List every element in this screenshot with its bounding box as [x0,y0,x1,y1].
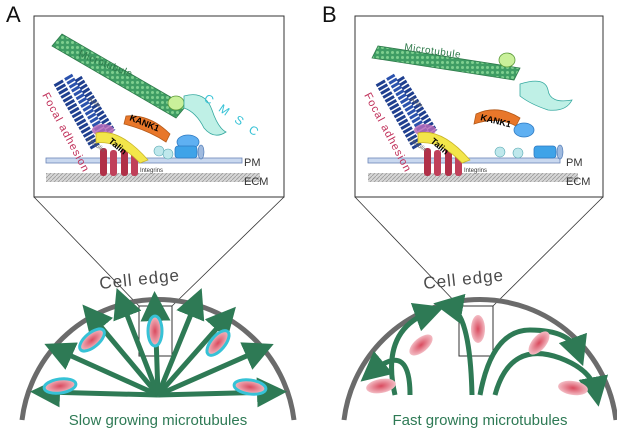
cell-edge-label-a: Cell edge [98,266,180,293]
actin-filament-b [375,73,438,151]
adhesions-b [366,315,588,396]
pm-label-b: PM [566,157,583,169]
pm-label-a: PM [244,157,261,169]
cmsc-head-b [498,52,516,68]
cmsc-liprin-b [519,80,573,111]
cmsc-dot-b1 [494,146,506,158]
integrins-label-b: Integrins [464,168,487,174]
caption-a: Slow growing microtubules [69,412,247,429]
cmsc-head-a [167,95,185,111]
panel-b: B ECM PM Integrins Actin Vinculin Talin … [322,2,617,429]
panel-label-b: B [322,2,337,27]
cmsc-ll5-b [533,145,557,159]
cmsc-dot-b2 [512,147,524,159]
ecm-layer-b [368,173,578,182]
cmsc-dot-a2 [162,148,174,160]
cmsc-liprin-a [183,94,227,136]
microtubule-b [371,45,521,81]
panel-label-a: A [6,2,21,27]
zoom-line-left-b [354,196,460,307]
adhesions-a [42,314,268,396]
talin-a [95,131,149,164]
zoom-region-b [458,305,494,357]
cmsc-elks-b [513,122,535,138]
actin-filament-a [53,73,116,151]
caption-b: Fast growing microtubules [392,412,567,429]
panel-a: A ECM PM Integrins Actin Vinculin [6,2,297,429]
ecm-label-b: ECM [566,176,590,188]
cmsc-anchor-b [556,144,564,160]
talin-b [417,131,471,164]
zoom-line-right-a [171,196,285,307]
cmsc-anchor-a [197,144,205,160]
zoom-line-left-a [33,196,140,307]
ecm-layer-a [46,173,260,182]
kank1-a [123,115,171,143]
integrins-label-a: Integrins [140,168,163,174]
cmsc-ll5-a [174,145,198,159]
cmsc-dot-a1 [153,145,165,157]
cell-edge-label-b: Cell edge [422,266,504,293]
ecm-label-a: ECM [244,176,268,188]
zoom-line-right-b [492,196,604,307]
